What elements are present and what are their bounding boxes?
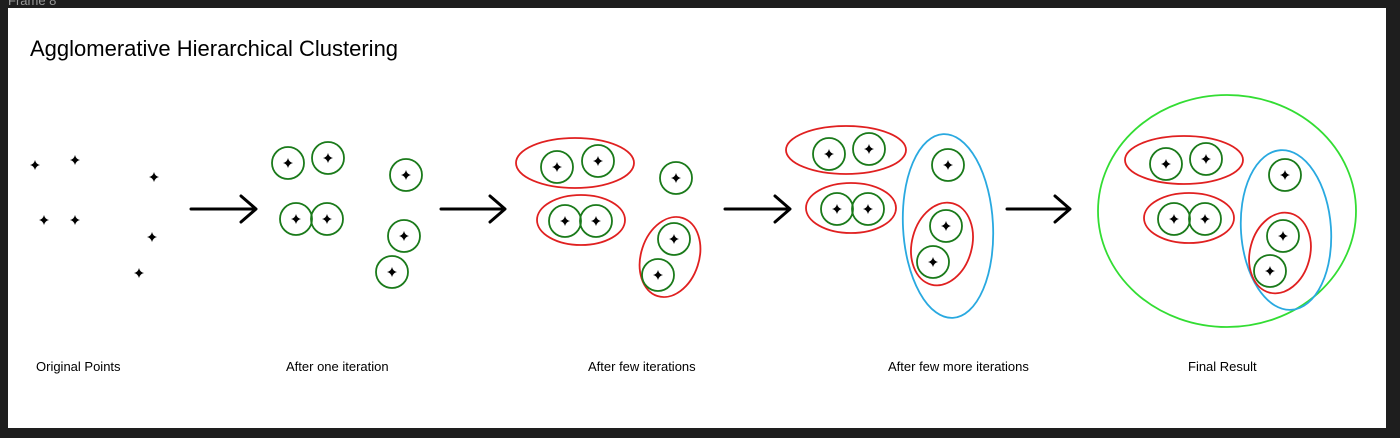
cluster-circle: [387, 219, 421, 253]
data-point: [591, 216, 601, 226]
data-point: [70, 155, 80, 165]
data-point: [832, 204, 842, 214]
data-point: [1169, 214, 1179, 224]
stage-after-few-iterations: [515, 137, 702, 298]
cluster-circle: [916, 245, 950, 279]
data-point: [283, 158, 293, 168]
cluster-ellipse: [1239, 149, 1333, 311]
clustering-diagram: [30, 94, 1357, 328]
stage-label-original-points: Original Points: [36, 359, 121, 374]
cluster-circle: [279, 202, 313, 236]
data-point: [928, 257, 938, 267]
cluster-ellipse: [1143, 192, 1235, 244]
cluster-ellipse: [785, 125, 907, 175]
data-point: [134, 268, 144, 278]
arrow-right-icon: [723, 194, 792, 224]
data-point: [1201, 154, 1211, 164]
arrow-right-icon: [439, 194, 507, 224]
cluster-circle: [931, 148, 965, 182]
cluster-circle: [375, 255, 409, 289]
cluster-ellipse: [1097, 94, 1357, 328]
stage-original-points: [30, 155, 159, 278]
cluster-circle: [1253, 254, 1287, 288]
stage-label-final-result: Final Result: [1188, 359, 1257, 374]
data-point: [387, 267, 397, 277]
cluster-ellipse: [805, 182, 897, 234]
cluster-circle: [641, 258, 675, 292]
data-point: [149, 172, 159, 182]
cluster-circle: [311, 141, 345, 175]
stage-label-after-one-iteration: After one iteration: [286, 359, 389, 374]
data-point: [941, 221, 951, 231]
cluster-circle: [852, 132, 886, 166]
data-point: [560, 216, 570, 226]
diagram-canvas: Agglomerative Hierarchical Clustering: [8, 8, 1386, 428]
data-point: [399, 231, 409, 241]
data-point: [669, 234, 679, 244]
data-point: [593, 156, 603, 166]
data-point: [30, 160, 40, 170]
cluster-ellipse: [515, 137, 635, 189]
cluster-ellipse: [1124, 135, 1244, 185]
data-point: [653, 270, 663, 280]
cluster-circle: [1188, 202, 1222, 236]
cluster-circle: [1149, 147, 1183, 181]
cluster-circle: [389, 158, 423, 192]
data-point: [1265, 266, 1275, 276]
data-point: [1280, 170, 1290, 180]
cluster-circle: [548, 204, 582, 238]
cluster-ellipse: [1248, 211, 1312, 295]
cluster-circle: [812, 137, 846, 171]
cluster-ellipse: [638, 216, 702, 298]
cluster-circle: [851, 192, 885, 226]
data-point: [39, 215, 49, 225]
cluster-circle: [1157, 202, 1191, 236]
data-point: [1200, 214, 1210, 224]
cluster-circle: [820, 192, 854, 226]
diagram-title: Agglomerative Hierarchical Clustering: [30, 36, 399, 61]
cluster-circle: [310, 202, 344, 236]
data-point: [323, 153, 333, 163]
arrow-right-icon: [1005, 194, 1072, 224]
cluster-circle: [657, 222, 691, 256]
frame-label: Frame 8: [8, 0, 57, 8]
data-point: [147, 232, 157, 242]
stage-label-after-few-more-iterations: After few more iterations: [888, 359, 1029, 374]
data-point: [863, 204, 873, 214]
data-point: [824, 149, 834, 159]
stage-label-after-few-iterations: After few iterations: [588, 359, 696, 374]
data-point: [864, 144, 874, 154]
stage-final-result: [1097, 94, 1357, 328]
cluster-ellipse: [901, 133, 995, 319]
data-point: [1278, 231, 1288, 241]
cluster-circle: [1266, 219, 1300, 253]
arrow-right-icon: [189, 194, 258, 224]
data-point: [322, 214, 332, 224]
data-point: [291, 214, 301, 224]
cluster-circle: [540, 150, 574, 184]
cluster-circle: [581, 144, 615, 178]
data-point: [70, 215, 80, 225]
cluster-circle: [1189, 142, 1223, 176]
data-point: [671, 173, 681, 183]
data-point: [401, 170, 411, 180]
cluster-circle: [579, 204, 613, 238]
data-point: [943, 160, 953, 170]
cluster-ellipse: [910, 201, 974, 287]
data-point: [1161, 159, 1171, 169]
cluster-circle: [929, 209, 963, 243]
cluster-ellipse: [536, 194, 626, 246]
cluster-circle: [659, 161, 693, 195]
stage-after-few-more-iterations: [785, 125, 995, 319]
cluster-circle: [271, 146, 305, 180]
cluster-circle: [1268, 158, 1302, 192]
stage-after-one-iteration: [271, 141, 423, 289]
data-point: [552, 162, 562, 172]
